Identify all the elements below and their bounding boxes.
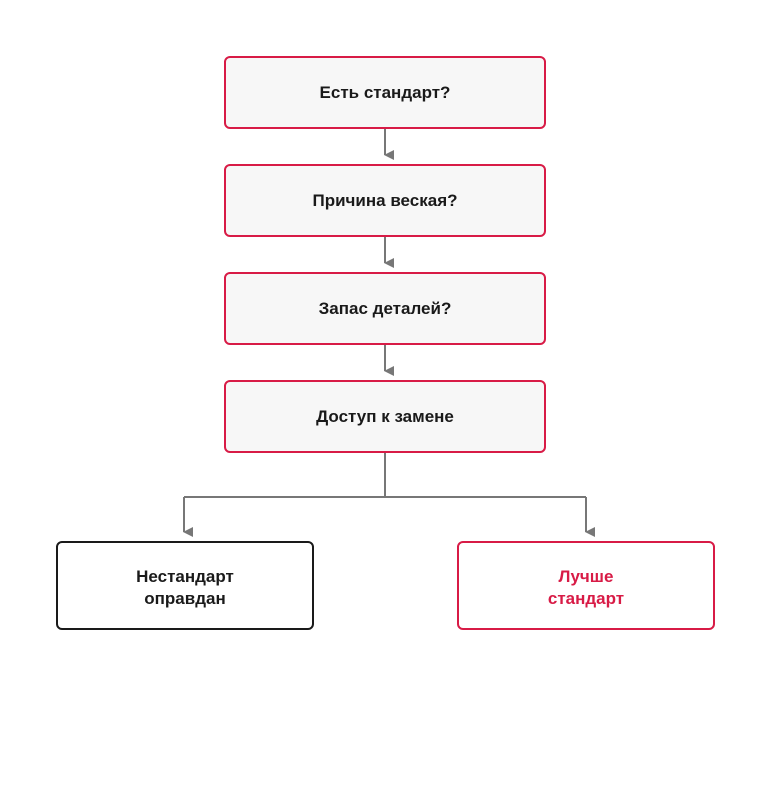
outcome-label: Лучше стандарт <box>547 566 625 608</box>
node-label: Доступ к замене <box>316 406 454 426</box>
outcome-nonstandard-justified: Нестандарт оправдан <box>56 541 314 630</box>
node-label: Запас деталей? <box>318 298 452 318</box>
node-replacement-access: Доступ к замене <box>224 380 546 453</box>
node-parts-stock: Запас деталей? <box>224 272 546 345</box>
node-has-standard: Есть стандарт? <box>224 56 546 129</box>
outcome-label: Нестандарт оправдан <box>136 566 234 608</box>
node-label: Причина веская? <box>312 190 458 210</box>
node-label: Есть стандарт? <box>319 82 451 102</box>
node-reason-valid: Причина веская? <box>224 164 546 237</box>
outcome-standard-better: Лучше стандарт <box>457 541 715 630</box>
